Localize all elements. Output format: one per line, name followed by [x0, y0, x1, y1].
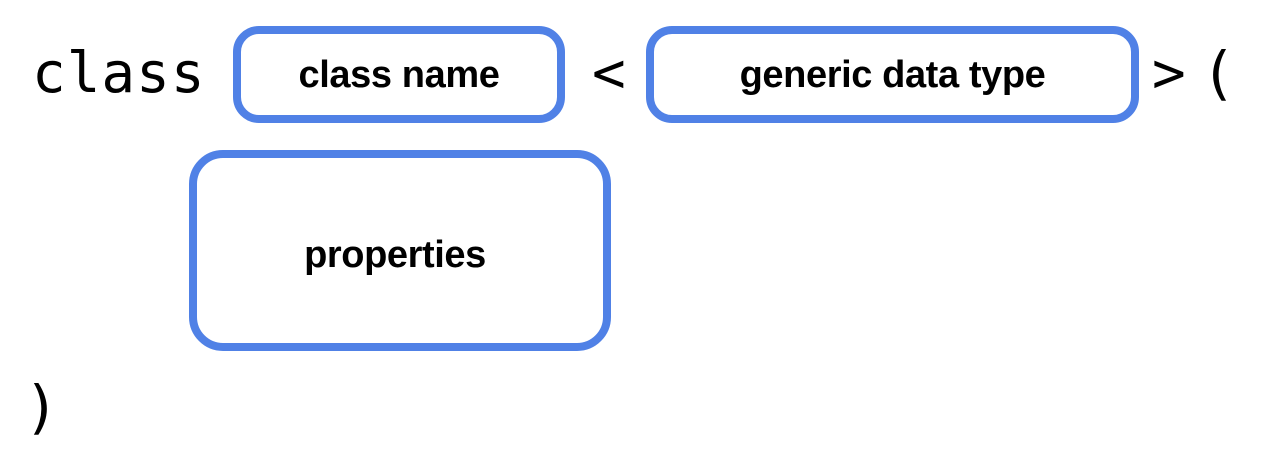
generic-close-angle-token: >: [1152, 41, 1186, 106]
slot-properties-label: properties: [304, 233, 486, 276]
paren-close-token: ): [24, 373, 59, 441]
slot-generic-data-type-label: generic data type: [739, 53, 1046, 96]
slot-properties[interactable]: properties: [189, 150, 611, 351]
keyword-class-token: class: [32, 41, 206, 106]
slot-class-name-label: class name: [298, 53, 500, 96]
generic-open-angle-token: <: [592, 41, 626, 106]
slot-generic-data-type[interactable]: generic data type: [646, 26, 1139, 123]
paren-open-token: (: [1201, 39, 1236, 107]
slot-class-name[interactable]: class name: [233, 26, 565, 123]
